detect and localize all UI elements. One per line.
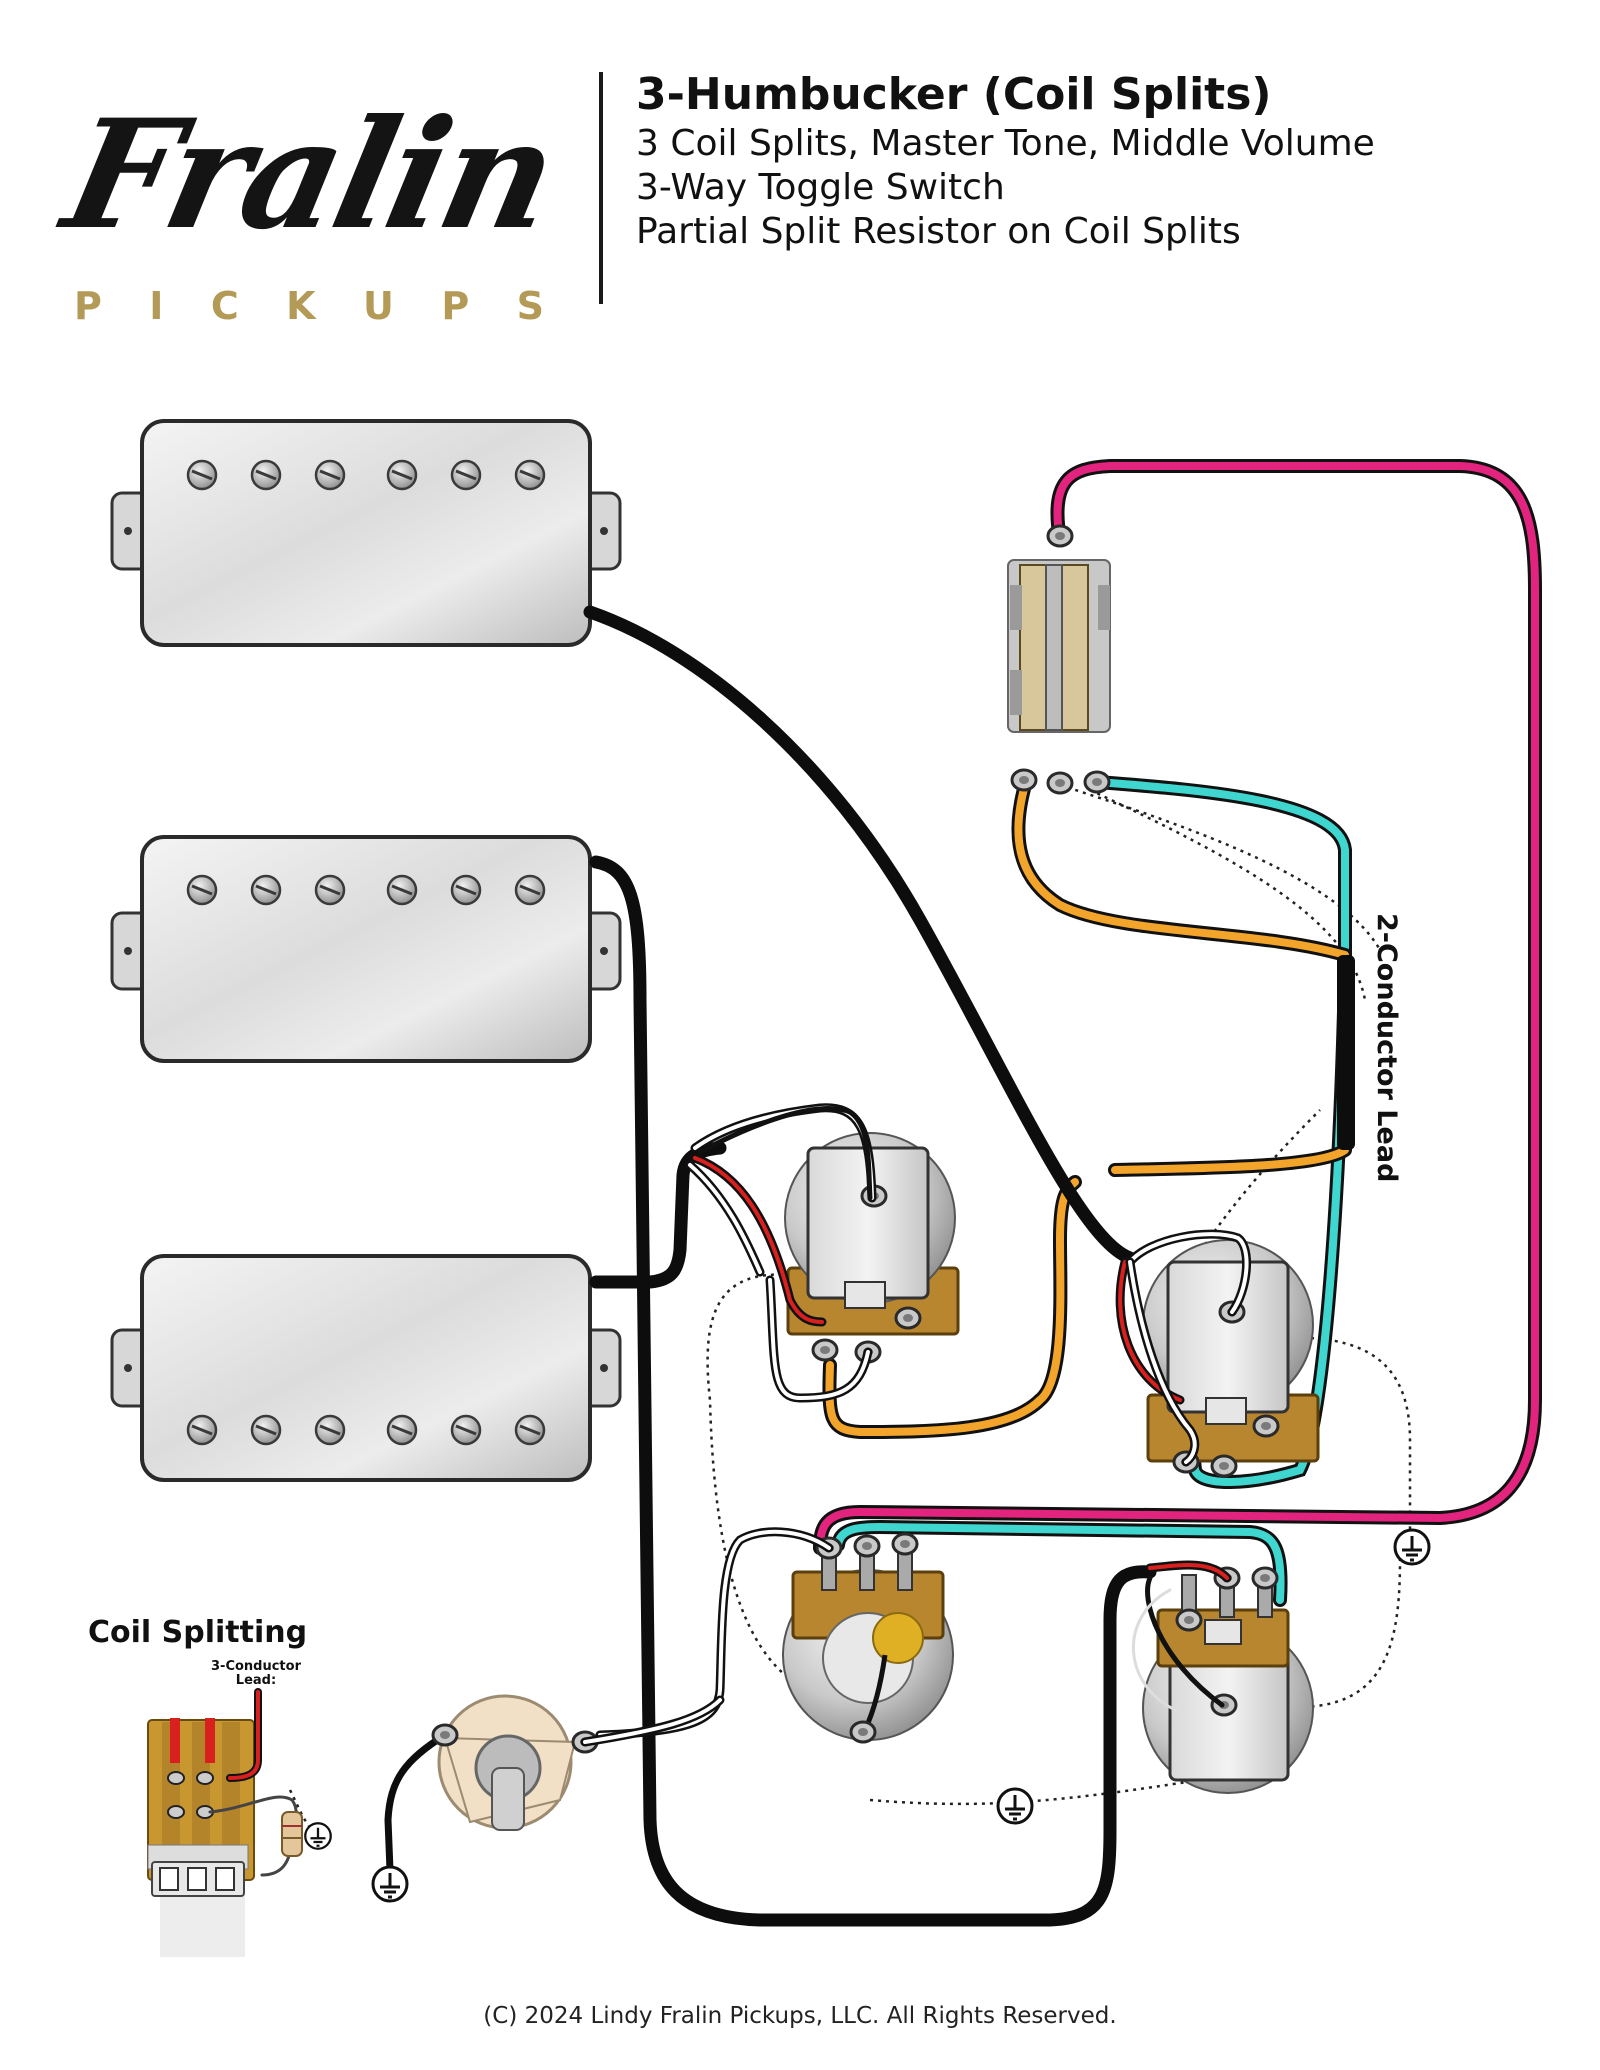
orange-wire-lead: [1111, 1146, 1349, 1174]
tone-pot: [782, 1532, 954, 1744]
tone-capacitor: [872, 1612, 924, 1664]
brand-letter: P: [74, 284, 102, 328]
middle-pickup: [110, 835, 622, 1063]
fralin-logo: Fralin P I C K U P S: [51, 87, 568, 340]
brand-subtitle: P I C K U P S: [74, 286, 544, 326]
bridge-pickup: [110, 1254, 622, 1482]
brand-letter: C: [210, 284, 239, 328]
diagram-title: 3-Humbucker (Coil Splits): [636, 69, 1272, 120]
pot-right-wires: [1115, 1229, 1252, 1467]
split-resistor: [281, 1811, 303, 1857]
brand-letter: P: [441, 284, 470, 328]
three-conductor-label: 3-Conductor: [211, 1659, 302, 1674]
ground-icon: [996, 1787, 1034, 1825]
volume-pot-middle: [784, 1132, 960, 1364]
ground-icon: [1393, 1528, 1431, 1566]
pot-middle-wires: [685, 1103, 877, 1403]
jack-ground-lead: [384, 1731, 449, 1874]
orange-wire-tone: [825, 1178, 1079, 1437]
diagram-subtitle-1: 3 Coil Splits, Master Tone, Middle Volum…: [636, 123, 1375, 164]
coil-splitting-title: Coil Splitting: [88, 1615, 307, 1650]
ground-icon: [371, 1865, 409, 1903]
brand-letter: S: [516, 284, 544, 328]
two-conductor-sheath: [1337, 955, 1355, 1150]
brand-letter: U: [363, 284, 394, 328]
magenta-wire: [816, 462, 1539, 1552]
copyright-footer: (C) 2024 Lindy Fralin Pickups, LLC. All …: [483, 2003, 1117, 2029]
brand-letter: I: [149, 284, 164, 328]
diagram-header: 3-Humbucker (Coil Splits) 3 Coil Splits,…: [636, 68, 1536, 254]
brand-letter: K: [286, 284, 316, 328]
cyan-wire-volume: [834, 1522, 1285, 1604]
header-divider: [599, 72, 603, 304]
output-jack: [431, 1694, 599, 1831]
diagram-subtitle-3: Partial Split Resistor on Coil Splits: [636, 211, 1241, 252]
two-conductor-label: 2-Conductor Lead: [1371, 913, 1402, 1182]
tone-pot-wires: [595, 1527, 834, 1740]
three-conductor-label-2: Lead:: [236, 1673, 276, 1688]
master-volume-pot: [1142, 1566, 1314, 1794]
volume-pot-right: [1142, 1239, 1320, 1478]
master-volume-wires: [1132, 1560, 1232, 1714]
push-pull-pot-inset: [147, 1718, 255, 1957]
ground-icon: [304, 1822, 332, 1850]
diagram-subtitle-2: 3-Way Toggle Switch: [636, 167, 1005, 208]
jack-hot-wire: [583, 1698, 722, 1744]
orange-wire-switch: [1014, 781, 1349, 959]
neck-pickup: [110, 419, 622, 647]
toggle-switch: [1007, 524, 1111, 795]
